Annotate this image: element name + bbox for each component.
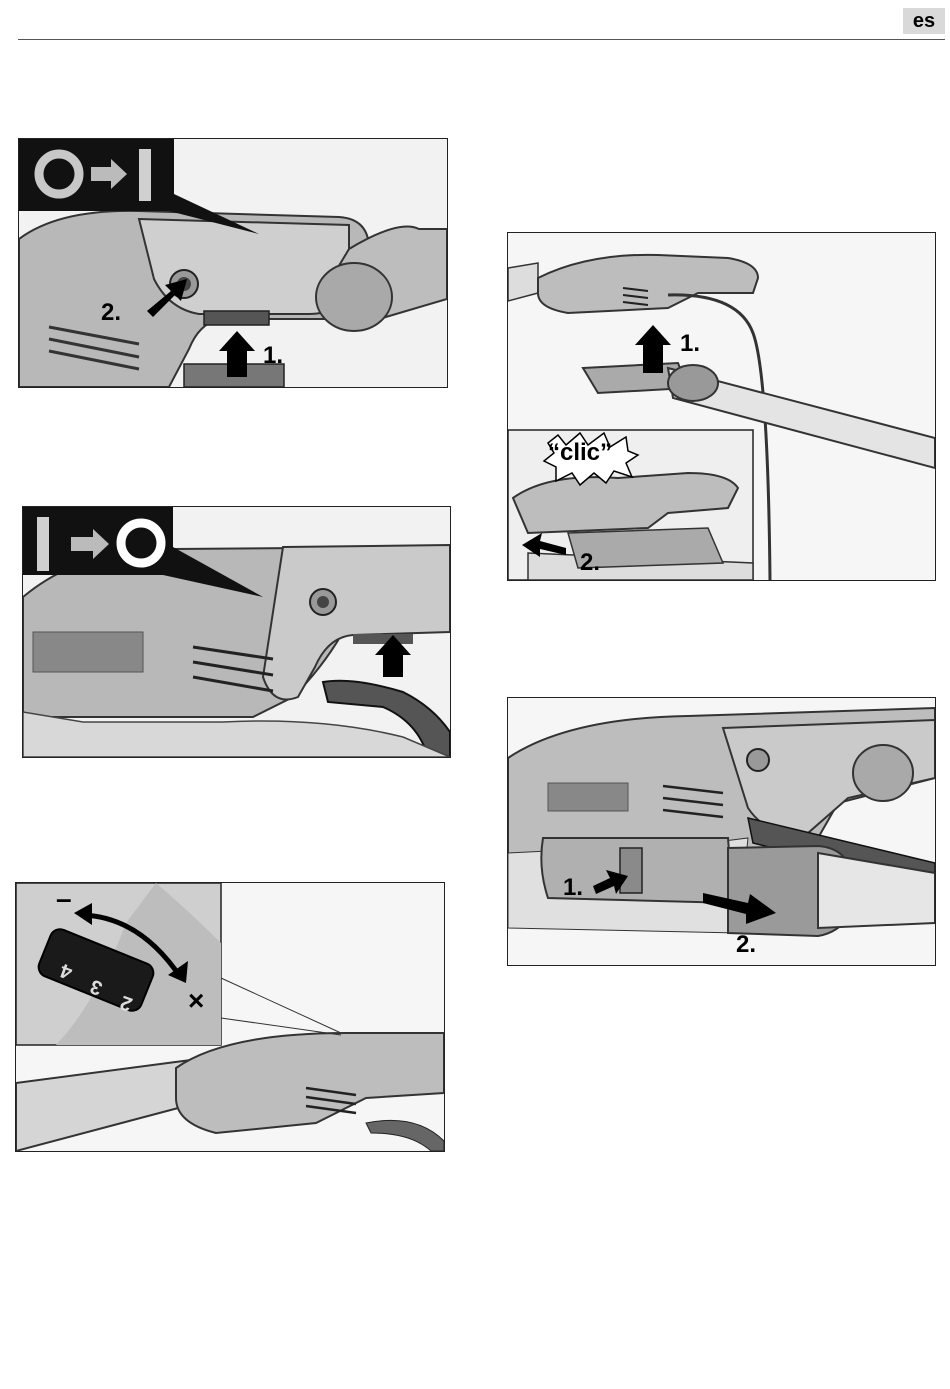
figure-switch-off xyxy=(22,506,451,758)
dial-plus-label: × xyxy=(188,985,204,1017)
step-1-label: 1. xyxy=(680,330,700,358)
remove-illustration xyxy=(508,698,935,965)
language-badge: es xyxy=(903,8,945,34)
click-callout: “clic” xyxy=(548,439,612,467)
figure-speed-dial: – × 4 3 2 xyxy=(15,882,445,1152)
header-rule xyxy=(18,39,945,40)
mount-click-illustration xyxy=(508,233,935,580)
step-1-label: 1. xyxy=(263,342,283,370)
figure-switch-on: 2. 1. xyxy=(18,138,448,388)
figure-mount-click: “clic” 1. 2. xyxy=(507,232,936,581)
speed-dial-illustration xyxy=(16,883,444,1151)
switch-off-illustration xyxy=(23,507,450,757)
dial-minus-label: – xyxy=(56,883,72,915)
switch-on-illustration xyxy=(19,139,447,387)
step-2-label: 2. xyxy=(101,299,121,327)
step-1-label: 1. xyxy=(563,874,583,902)
step-2-label: 2. xyxy=(580,549,600,577)
step-2-label: 2. xyxy=(736,931,756,959)
figure-remove: 1. 2. xyxy=(507,697,936,966)
